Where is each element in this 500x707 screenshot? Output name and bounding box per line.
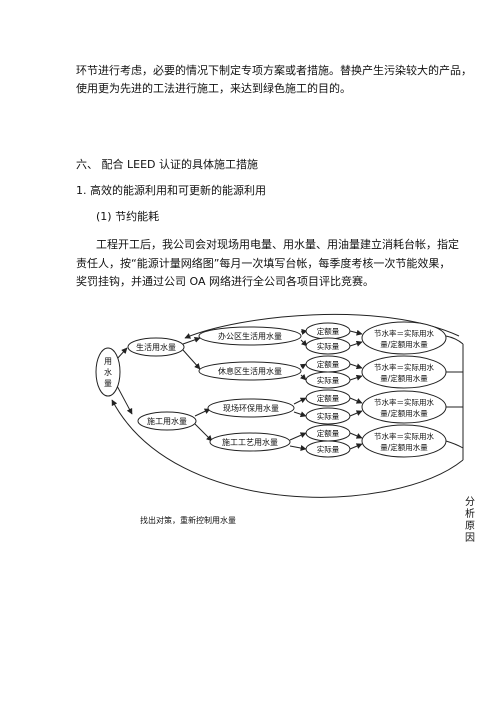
saving-node-1 — [361, 321, 447, 355]
actual-node-2 — [305, 371, 351, 389]
saving-label-1b: 量/定额用水量 — [380, 339, 428, 349]
saving-label-3b: 量/定额用水量 — [380, 408, 428, 418]
quota-label-4: 定额量 — [317, 428, 340, 438]
saving-label-4a: 节水率＝实际用水 — [374, 431, 434, 441]
actual-node-3 — [305, 407, 351, 425]
saving-node-2 — [361, 355, 447, 389]
saving-node-4 — [361, 424, 447, 458]
body-line-1: 工程开工后，我公司会对现场用电量、用水量、用油量建立消耗台帐，指定 — [96, 238, 459, 251]
section-heading: 六、 配合 LEED 认证的具体施工措施 — [76, 158, 258, 171]
root-node — [95, 347, 121, 397]
body-line-3: 奖罚挂钩，并通过公司 OA 网络进行全公司各项目评比竞赛。 — [76, 275, 374, 288]
saving-label-2a: 节水率＝实际用水 — [374, 362, 434, 372]
actual-label-1: 实际量 — [317, 341, 340, 351]
diagram-nodes — [95, 321, 447, 458]
life-node — [127, 337, 185, 357]
quota-node-3 — [305, 389, 351, 407]
saving-label-3a: 节水率＝实际用水 — [374, 397, 434, 407]
paragraph-line-1: 环节进行考虑，必要的情况下制定专项方案或者措施。替换产生污染较大的产品， — [76, 64, 472, 77]
root-label-2: 水 — [104, 367, 112, 377]
actual-node-4 — [305, 440, 351, 458]
life-label: 生活用水量 — [136, 342, 176, 352]
actual-label-2: 实际量 — [317, 375, 340, 385]
diagram-labels: 用 水 量 生活用水量 施工用水量 办公区生活用水量 休息区生活用水量 现场环保… — [104, 326, 434, 525]
construction-label: 施工用水量 — [147, 416, 187, 426]
saving-label-2b: 量/定额用水量 — [380, 373, 428, 383]
saving-node-3 — [361, 390, 447, 424]
quota-label-1: 定额量 — [317, 326, 340, 336]
paragraph-line-2: 使用更为先进的工法进行施工，来达到绿色施工的目的。 — [76, 82, 351, 95]
actual-label-3: 实际量 — [317, 411, 340, 421]
rest-node — [198, 361, 302, 381]
office-node — [198, 326, 302, 346]
env-label: 现场环保用水量 — [223, 403, 279, 413]
root-label-1: 用 — [104, 357, 112, 366]
actual-label-4: 实际量 — [317, 444, 340, 454]
root-label-3: 量 — [104, 379, 112, 388]
subsection-heading: 1. 高效的能源利用和可更新的能源利用 — [76, 184, 266, 197]
sub-subsection-heading: (1) 节约能耗 — [96, 210, 160, 223]
saving-label-1a: 节水率＝实际用水 — [374, 328, 434, 338]
rest-label: 休息区生活用水量 — [218, 366, 282, 376]
saving-label-4b: 量/定额用水量 — [380, 442, 428, 452]
process-label: 施工工艺用水量 — [222, 437, 278, 447]
process-node — [209, 432, 291, 452]
env-node — [207, 398, 295, 418]
quota-label-2: 定额量 — [317, 359, 340, 369]
construction-node — [137, 411, 197, 431]
feedback-label: 找出对策，重新控制用水量 — [140, 515, 236, 525]
office-label: 办公区生活用水量 — [218, 331, 282, 341]
actual-node-1 — [305, 337, 351, 355]
quota-label-3: 定额量 — [317, 393, 340, 403]
side-label: 分析原因 — [465, 497, 475, 544]
body-line-2: 责任人，按“能源计量网络图”每月一次填写台帐，每季度考核一次节能效果， — [76, 257, 451, 270]
